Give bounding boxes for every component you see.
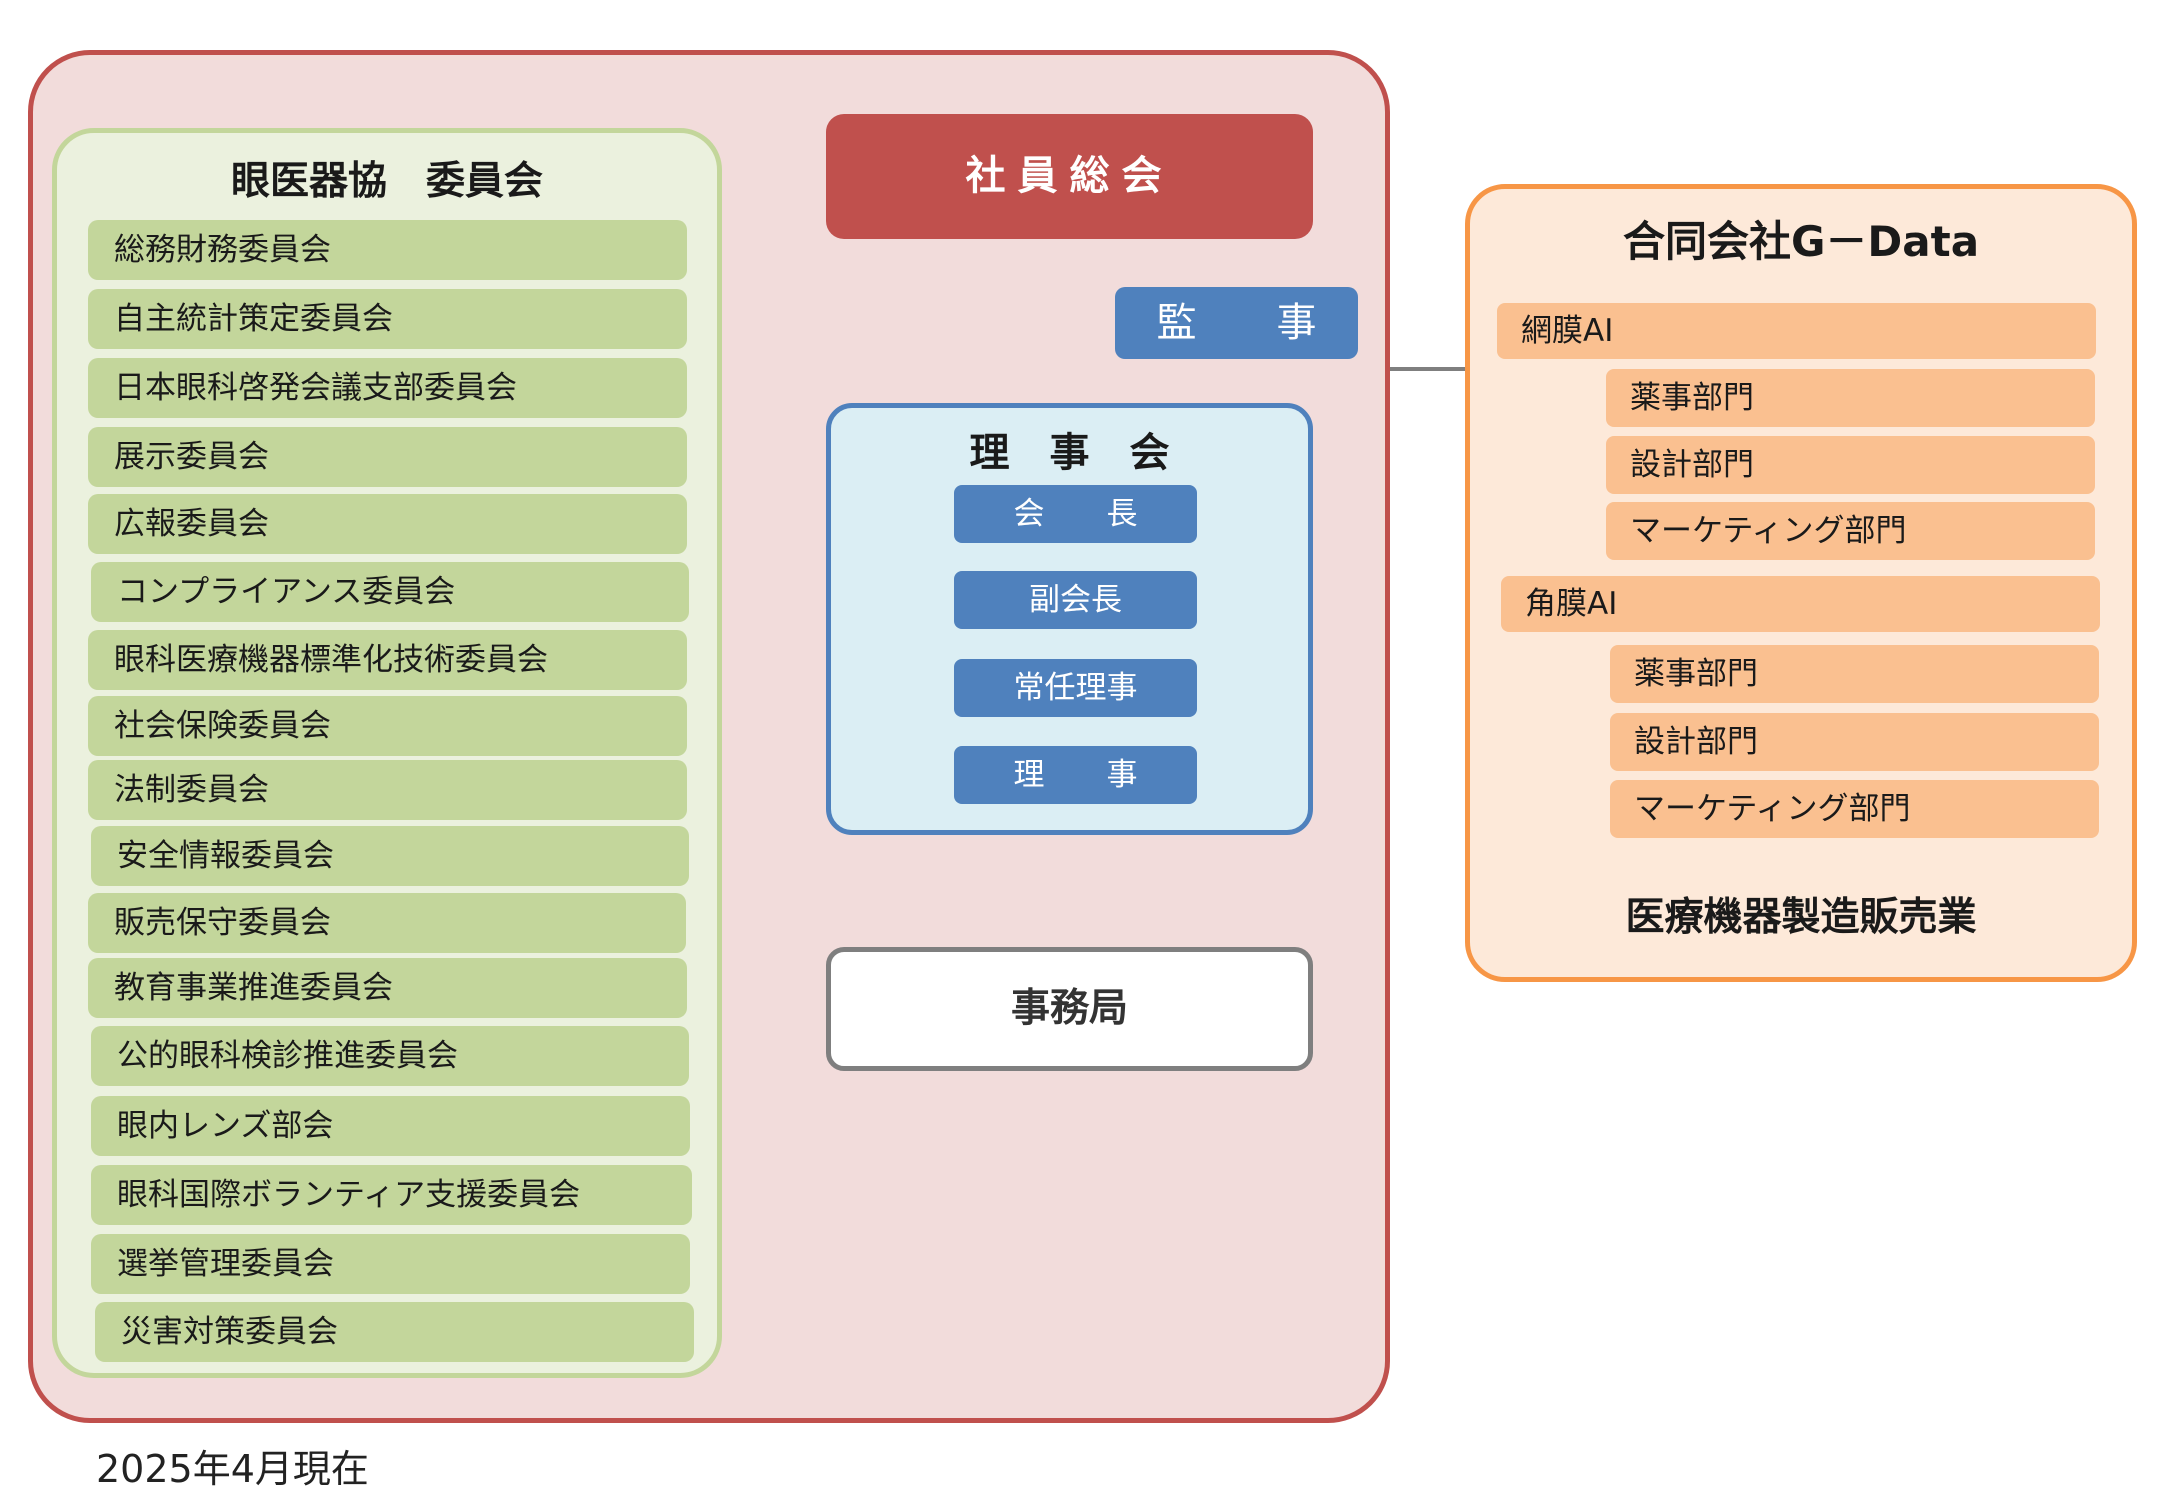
committee-item: 眼科国際ボランティア支援委員会 [91, 1165, 692, 1225]
as-of-date: 2025年4月現在 [96, 1447, 369, 1491]
board-role-director: 理 事 [954, 746, 1197, 804]
committee-item: 法制委員会 [88, 760, 687, 820]
committee-item: 自主統計策定委員会 [88, 289, 687, 349]
board-title: 理 事 会 [969, 430, 1170, 476]
secretariat-box: 事務局 [826, 947, 1313, 1071]
committee-item: 選挙管理委員会 [91, 1234, 690, 1294]
department-item: マーケティング部門 [1606, 502, 2095, 560]
committee-item: コンプライアンス委員会 [91, 562, 689, 622]
department-item: 設計部門 [1610, 713, 2099, 771]
auditor-box: 監 事 [1115, 287, 1358, 359]
committee-item: 総務財務委員会 [88, 220, 687, 280]
board-role-vice-chairman: 副会長 [954, 571, 1197, 629]
committee-item: 販売保守委員会 [88, 893, 686, 953]
committee-item: 安全情報委員会 [91, 826, 689, 886]
department-item: マーケティング部門 [1610, 780, 2099, 838]
committee-item: 日本眼科啓発会議支部委員会 [88, 358, 687, 418]
division-retina-ai: 網膜AI [1497, 303, 2096, 359]
committee-item: 教育事業推進委員会 [88, 958, 687, 1018]
board-role-chairman: 会 長 [954, 485, 1197, 543]
department-item: 設計部門 [1606, 436, 2095, 494]
committee-item: 災害対策委員会 [95, 1302, 694, 1362]
board-role-standing-director: 常任理事 [954, 659, 1197, 717]
committee-item: 公的眼科検診推進委員会 [91, 1026, 689, 1086]
company-title: 合同会社G－Data [1622, 217, 1980, 266]
committee-item: 社会保険委員会 [88, 696, 687, 756]
committee-item: 広報委員会 [88, 494, 687, 554]
department-item: 薬事部門 [1606, 369, 2095, 427]
committee-item: 眼内レンズ部会 [91, 1096, 690, 1156]
division-cornea-ai: 角膜AI [1501, 576, 2100, 632]
committee-panel-title: 眼医器協 委員会 [230, 159, 543, 204]
committee-item: 展示委員会 [88, 427, 687, 487]
company-business-type: 医療機器製造販売業 [1625, 895, 1977, 940]
department-item: 薬事部門 [1610, 645, 2099, 703]
committee-item: 眼科医療機器標準化技術委員会 [88, 630, 687, 690]
general-meeting-box: 社員総会 [826, 114, 1313, 239]
